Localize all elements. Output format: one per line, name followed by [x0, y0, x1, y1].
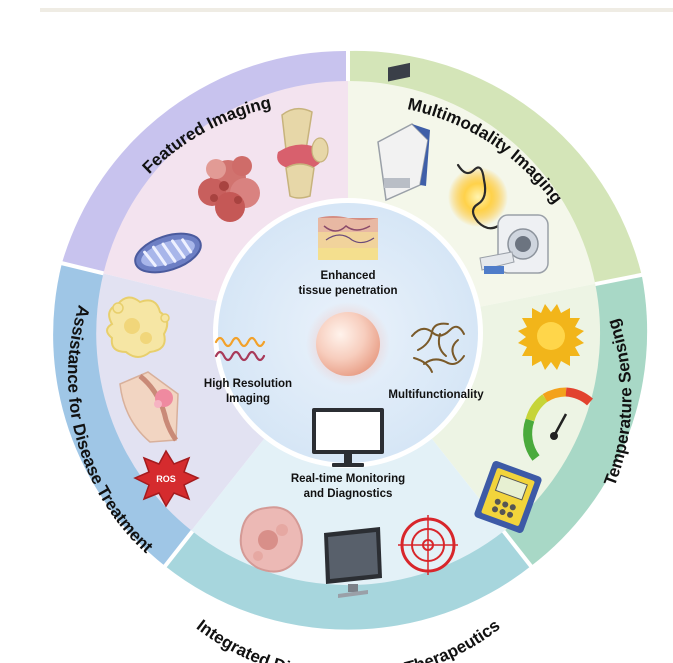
monitor-icon — [324, 527, 382, 598]
temperature-gauge-icon — [523, 387, 593, 461]
thermal-sensor-device-icon — [474, 461, 542, 533]
polymer-network-icon — [411, 322, 465, 373]
center-label-enhanced: Enhanced — [321, 270, 376, 282]
bacteria-cluster-icon — [106, 296, 170, 358]
skin-layers-icon — [318, 216, 378, 260]
nanoparticle-sphere-icon — [316, 312, 380, 376]
target-crosshair-icon — [398, 515, 458, 575]
knee-joint-icon — [277, 107, 329, 199]
mri-scanner-icon — [479, 214, 549, 274]
top-divider — [40, 8, 673, 12]
sun-particle-icon — [518, 304, 584, 370]
center-label-realtime-monitoring: Real-time Monitoring — [291, 473, 405, 485]
center-label-imaging: Imaging — [226, 393, 270, 405]
wave-icon — [214, 336, 266, 362]
wound-tissue-icon — [119, 371, 179, 443]
tumor-cells-icon — [198, 156, 260, 222]
center-label-high-resolution: High Resolution — [204, 378, 292, 390]
imaging-device-icon — [377, 62, 430, 202]
ros-label: ROS — [156, 474, 176, 484]
center-label-multifunctionality: Multifunctionality — [388, 389, 484, 401]
tumor-tissue-icon — [239, 506, 303, 573]
center-label-tissue-penetration: tissue penetration — [298, 285, 397, 297]
ros-burst-icon: ROS — [133, 449, 200, 508]
center-label-diagnostics: and Diagnostics — [304, 488, 393, 500]
mitochondria-icon — [134, 232, 202, 274]
center-monitor-icon — [312, 408, 384, 467]
fluorescence-glow-icon — [448, 163, 508, 230]
